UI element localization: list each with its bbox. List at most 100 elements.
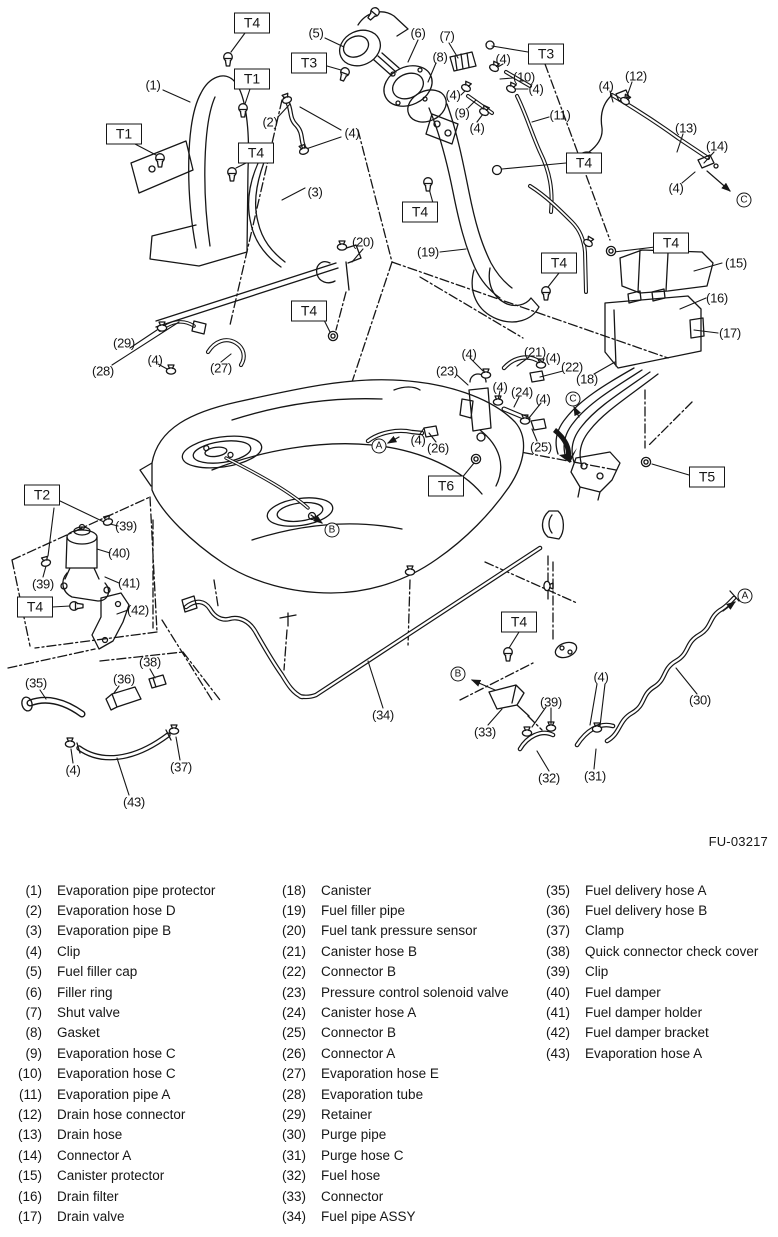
legend-item-number: (28) [281, 1086, 306, 1102]
legend-item-number: (29) [281, 1106, 306, 1122]
legend-item-37: (37)Clamp [534, 921, 758, 941]
callout-4: (4) [593, 669, 609, 685]
legend-item-number: (12) [17, 1106, 42, 1122]
legend-item-number: (36) [545, 903, 570, 919]
legend-item-label: Evaporation pipe protector [57, 882, 216, 898]
legend-item-label: Fuel damper [585, 984, 661, 1000]
legend-item-number: (40) [545, 984, 570, 1000]
cap-ribs [373, 52, 400, 77]
callout-10: (10) [513, 69, 535, 85]
t-label-t1: T1 [234, 68, 270, 90]
legend-item-number: (6) [25, 984, 43, 1000]
legend-item-3: (3)Evaporation pipe B [6, 921, 215, 941]
legend-item-number: (20) [281, 923, 306, 939]
callout-14: (14) [706, 138, 728, 154]
legend-item-label: Clamp [585, 923, 625, 939]
legend-item-label: Canister protector [57, 1168, 165, 1184]
legend-item-label: Connector B [321, 964, 397, 980]
legend-item-number: (5) [25, 964, 43, 980]
legend-item-12: (12) Drain hose connector [6, 1104, 215, 1124]
legend-item-6: (6)Filler ring [6, 982, 215, 1002]
callout-4: (4) [528, 81, 544, 97]
callout-41: (41) [118, 575, 140, 591]
callout-29: (29) [113, 335, 135, 351]
callout-39: (39) [32, 576, 54, 592]
legend-item-number: (19) [281, 903, 306, 919]
grommet [485, 40, 495, 50]
legend-item-11: (11)Evaporation pipe A [6, 1084, 215, 1104]
delivery-hose-b [105, 686, 142, 711]
fuel-filler-pipe [428, 103, 513, 299]
legend-item-label: Drain hose connector [57, 1106, 186, 1122]
legend-item-number: (1) [25, 882, 43, 898]
legend-item-13: (13)Drain hose [6, 1125, 215, 1145]
legend-item-5: (5) Fuel filler cap [6, 962, 215, 982]
legend-item-24: (24)Canister hose A [270, 1002, 509, 1022]
legend-item-label: Canister [321, 882, 372, 898]
legend-item-26: (26)Connector A [270, 1043, 509, 1063]
legend-item-38: (38)Quick connector check cover [534, 941, 758, 961]
callout-4: (4) [469, 120, 485, 136]
canister-bracket [570, 451, 621, 501]
legend-item-label: Clip [57, 943, 81, 959]
callout-32: (32) [538, 770, 560, 786]
ref-letter-c: C [565, 391, 581, 407]
callout-5: (5) [308, 25, 324, 41]
delivery-hose-a-end [21, 696, 33, 712]
legend-item-number: (23) [281, 984, 306, 1000]
legend-item-label: Fuel hose [321, 1168, 381, 1184]
diagram-art [7, 5, 740, 796]
callout-39: (39) [540, 694, 562, 710]
legend-item-42: (42)Fuel damper bracket [534, 1023, 758, 1043]
legend-item-number: (2) [25, 903, 43, 919]
callout-17: (17) [719, 325, 741, 341]
legend-item-number: (34) [281, 1208, 306, 1224]
legend-item-number: (22) [281, 964, 306, 980]
callout-26: (26) [427, 440, 449, 456]
callout-25: (25) [530, 439, 552, 455]
legend-item-label: Fuel damper holder [585, 1005, 703, 1021]
pipe-hanger [279, 612, 297, 627]
ref-letter-b: B [324, 522, 340, 538]
legend-item-label: Shut valve [57, 1005, 121, 1021]
legend-item-17: (17)Drain valve [6, 1206, 215, 1226]
callout-35: (35) [25, 675, 47, 691]
legend-item-43: (43)Evaporation hose A [534, 1043, 758, 1063]
legend-item-number: (25) [281, 1025, 306, 1041]
legend-item-label: Fuel delivery hose B [585, 903, 708, 919]
legend-item-25: (25)Connector B [270, 1023, 509, 1043]
connector-33 [488, 684, 530, 717]
legend-item-number: (11) [18, 1086, 42, 1102]
callout-38: (38) [139, 654, 161, 670]
legend-item-label: Fuel filler cap [57, 964, 138, 980]
legend-item-label: Quick connector check cover [585, 943, 759, 959]
callout-11: (11) [549, 107, 571, 123]
t-label-t6: T6 [428, 475, 464, 497]
legend-item-34: (34)Fuel pipe ASSY [270, 1206, 509, 1226]
hose-u-clip [541, 510, 565, 540]
damper-bracket [91, 592, 130, 650]
legend-item-label: Pressure control solenoid valve [321, 984, 509, 1000]
connector-a2 [423, 425, 439, 438]
callout-3: (3) [307, 184, 323, 200]
legend-item-23: (23) Pressure control solenoid valve [270, 982, 509, 1002]
legend-item-22: (22) Connector B [270, 962, 509, 982]
legend-item-label: Evaporation hose C [57, 1045, 176, 1061]
legend-item-21: (21)Canister hose B [270, 941, 509, 961]
legend-item-label: Evaporation tube [321, 1086, 424, 1102]
connector-b [529, 370, 545, 383]
legend-column-2: (18)Canister(19)Fuel filler pipe(20)Fuel… [270, 880, 509, 1227]
t-label-t4: T4 [566, 152, 602, 174]
callout-7: (7) [439, 28, 455, 44]
legend-item-10: (10)Evaporation hose C [6, 1064, 215, 1084]
legend-item-number: (31) [281, 1147, 306, 1163]
legend-item-14: (14)Connector A [6, 1145, 215, 1165]
legend-item-number: (41) [545, 1005, 570, 1021]
callout-4: (4) [668, 180, 684, 196]
legend-item-number: (27) [281, 1066, 306, 1082]
callout-21: (21) [524, 344, 546, 360]
pipe-grommet [554, 641, 578, 659]
legend-item-label: Fuel delivery hose A [585, 882, 707, 898]
legend-item-number: (26) [281, 1045, 306, 1061]
quick-connector-cover [148, 674, 167, 689]
